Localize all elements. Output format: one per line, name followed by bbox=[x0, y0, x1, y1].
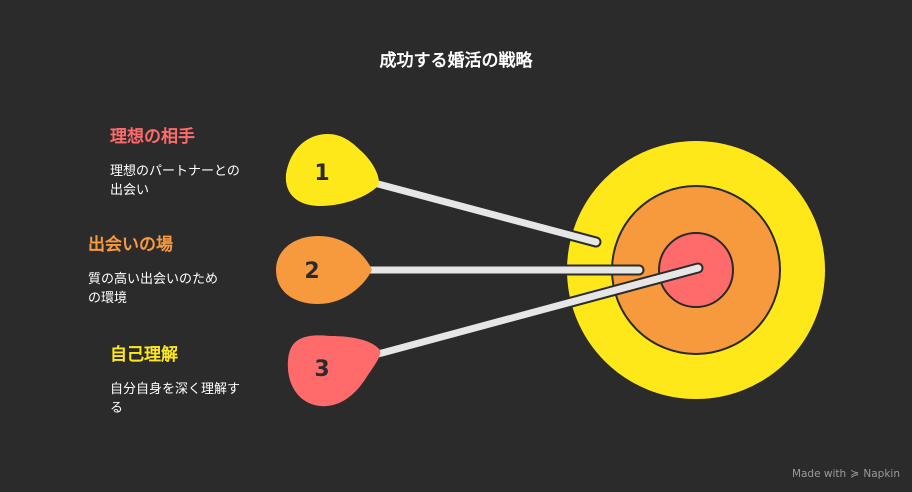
napkin-watermark[interactable]: Made with ≽ Napkin bbox=[792, 467, 900, 480]
dart-head-3 bbox=[287, 335, 381, 407]
napkin-logo-icon: ≽ bbox=[850, 467, 860, 480]
item-1-description: 理想のパートナーとの出会い bbox=[110, 164, 240, 198]
diagram-title: 成功する婚活の戦略 bbox=[379, 51, 533, 71]
item-3-description: 自分自身を深く理解する bbox=[110, 382, 241, 416]
item-1-heading: 理想の相手 bbox=[110, 127, 195, 147]
dart-number-2: 2 bbox=[304, 259, 319, 284]
watermark-made-with: Made with bbox=[791, 467, 847, 480]
item-2-heading: 出会いの場 bbox=[88, 235, 173, 255]
item-2-description: 質の高い出会いのための環境 bbox=[88, 272, 219, 306]
dart-head-2 bbox=[276, 236, 372, 304]
dart-shaft-1-fill bbox=[374, 180, 600, 246]
dart-number-1: 1 bbox=[314, 161, 329, 186]
dart-number-3: 3 bbox=[314, 357, 329, 382]
item-3-heading: 自己理解 bbox=[110, 345, 178, 365]
watermark-brand: Napkin bbox=[863, 467, 900, 480]
dart-head-1 bbox=[285, 134, 379, 206]
dart-shaft-3-fill bbox=[374, 264, 702, 358]
